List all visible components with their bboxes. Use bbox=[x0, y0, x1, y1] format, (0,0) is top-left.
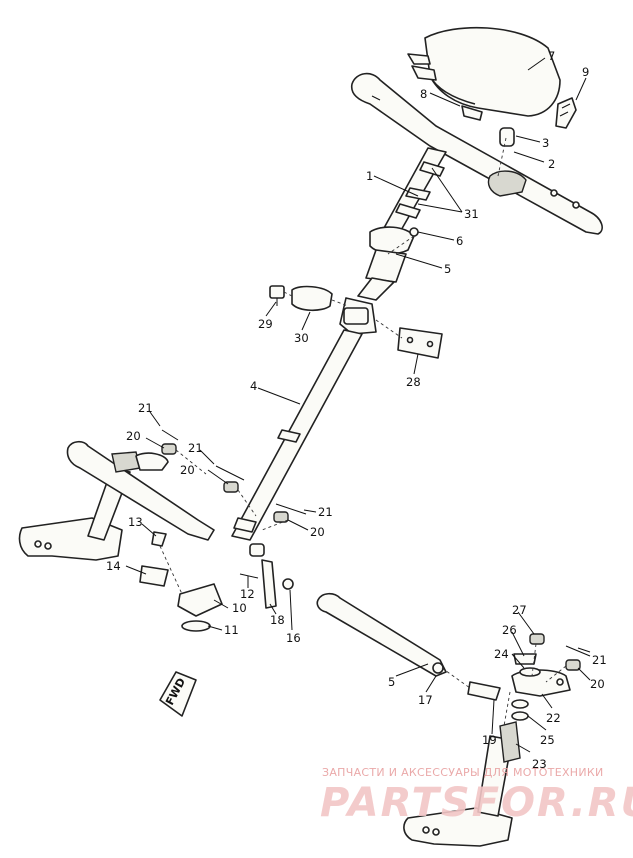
callout-22: 22 bbox=[546, 711, 561, 725]
callout-20-right: 20 bbox=[590, 677, 605, 691]
tie-rod-end bbox=[249, 543, 277, 609]
plate-28 bbox=[397, 327, 443, 359]
arm-10 bbox=[177, 583, 223, 617]
column-bracket bbox=[339, 297, 377, 335]
callout-9: 9 bbox=[582, 65, 589, 79]
handlebar-cover bbox=[407, 26, 561, 121]
bolt-29 bbox=[269, 285, 285, 306]
callout-23: 23 bbox=[532, 757, 547, 771]
callout-14: 14 bbox=[106, 559, 121, 573]
callout-5-upper: 5 bbox=[444, 262, 451, 276]
callout-1: 1 bbox=[366, 169, 373, 183]
column-holder bbox=[357, 226, 419, 301]
callout-26: 26 bbox=[502, 623, 517, 637]
callout-8: 8 bbox=[420, 87, 427, 101]
watermark-logo: PARTSFOR.RU bbox=[320, 780, 633, 826]
callout-7: 7 bbox=[548, 49, 555, 63]
callout-31: 31 bbox=[464, 207, 479, 221]
callout-25: 25 bbox=[540, 733, 555, 747]
callout-10: 10 bbox=[232, 601, 247, 615]
watermark: ЗАПЧАСТИ И АКСЕССУАРЫ ДЛЯ МОТОТЕХНИКИ PA… bbox=[320, 766, 633, 826]
callout-6: 6 bbox=[456, 234, 463, 248]
assembly-center-lines bbox=[159, 137, 567, 727]
handlebar bbox=[350, 72, 603, 235]
tie-rod bbox=[316, 592, 447, 677]
nut-20-left bbox=[161, 443, 177, 455]
fwd-direction-mark: FWD bbox=[159, 671, 197, 717]
callout-29: 29 bbox=[258, 317, 273, 331]
callout-21-right: 21 bbox=[592, 653, 607, 667]
callout-4: 4 bbox=[250, 379, 257, 393]
watermark-tagline: ЗАПЧАСТИ И АКСЕССУАРЫ ДЛЯ МОТОТЕХНИКИ bbox=[322, 766, 604, 779]
callout-27: 27 bbox=[512, 603, 527, 617]
callout-18: 18 bbox=[270, 613, 285, 627]
callout-numbers: 7 9 8 3 2 1 31 6 5 29 30 28 4 21 20 21 2… bbox=[106, 49, 607, 771]
bolt-12 bbox=[239, 573, 259, 579]
pin-21-mid bbox=[215, 465, 245, 481]
callout-19: 19 bbox=[482, 733, 497, 747]
nut-20-mid bbox=[223, 481, 239, 493]
callout-13: 13 bbox=[128, 515, 143, 529]
callout-21-left: 21 bbox=[138, 401, 153, 415]
steering-shaft bbox=[231, 329, 363, 541]
callout-5-lower: 5 bbox=[388, 675, 395, 689]
callout-20-mid: 20 bbox=[180, 463, 195, 477]
leader-lines bbox=[125, 57, 591, 753]
nut-16 bbox=[282, 578, 294, 590]
callout-12: 12 bbox=[240, 587, 255, 601]
parts-24-27 bbox=[511, 633, 591, 721]
callout-2: 2 bbox=[548, 157, 555, 171]
upper-column bbox=[383, 147, 447, 233]
callout-24: 24 bbox=[494, 647, 509, 661]
pin-21-left bbox=[161, 429, 179, 441]
callout-17: 17 bbox=[418, 693, 433, 707]
callout-3: 3 bbox=[542, 136, 549, 150]
right-ski-spindle bbox=[403, 681, 521, 847]
callout-21-mid: 21 bbox=[188, 441, 203, 455]
callout-11: 11 bbox=[224, 623, 239, 637]
callout-28: 28 bbox=[406, 375, 421, 389]
callout-20-left: 20 bbox=[126, 429, 141, 443]
nut-20-center bbox=[273, 511, 289, 523]
callout-20-center: 20 bbox=[310, 525, 325, 539]
pin-21-center bbox=[275, 503, 307, 515]
callout-16: 16 bbox=[286, 631, 301, 645]
shim-11 bbox=[181, 620, 211, 632]
bracket-14 bbox=[139, 565, 169, 587]
callout-30: 30 bbox=[294, 331, 309, 345]
callout-21-center: 21 bbox=[318, 505, 333, 519]
left-ski-spindle bbox=[18, 440, 215, 561]
bush-30 bbox=[291, 285, 333, 312]
cover-clip bbox=[555, 97, 577, 129]
